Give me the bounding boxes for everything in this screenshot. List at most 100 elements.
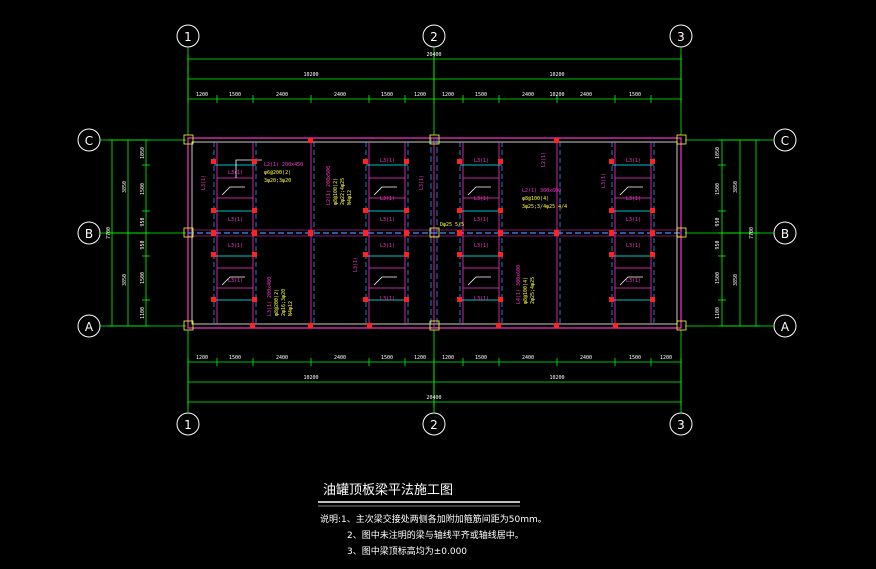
beam-label-vertical: L2(1) [541,152,547,167]
note-line-3: 3、图中梁顶标高均为±0.000 [347,545,467,557]
main-columns [183,134,687,331]
annotation-vertical: 2φ25;4φ25 [530,277,536,304]
dimension-text-top: 20400 10200 10200 1200 1500 2400 2400 15… [196,52,641,98]
dim-seg-top: 1200 [442,92,454,98]
drawing-title: 油罐顶板梁平法施工图 [323,483,453,498]
dim-left-outer: 3850 [122,274,128,286]
beam-label: L3(1) [474,296,489,302]
dim-seg-bottom: 2400 [522,355,534,361]
axis-label-1-top: 1 [184,30,192,44]
beam-annotations: L2(1) 200x450 φ6@200(2) 3φ20;3φ20 L2(1) … [264,162,567,316]
dim-seg-bottom: 1200 [660,355,672,361]
dim-right-inner: 950 [715,217,721,226]
dim-right-outer: 3850 [733,274,739,286]
dimensions-bottom [187,358,682,406]
dim-seg-top: 1200 [196,92,208,98]
dim-right-inner: 1050 [715,147,721,159]
annotation-vertical: 2φ16;3φ20 [281,289,287,316]
dimensions-right [718,139,760,327]
dim-half-left-top: 10200 [303,72,318,78]
annotation-vertical: L3(1) 200x400 [267,277,273,316]
secondary-beams [214,164,654,301]
dimension-text-right: 1050 1500 950 950 1500 1100 3850 3850 77… [715,147,755,319]
dim-half-right-bottom: 10200 [549,375,564,381]
annotation-vertical: φ8@200(2) [274,289,280,316]
dim-seg-bottom: 1500 [629,355,641,361]
dim-left-total: 7700 [106,227,112,239]
beam-label: L3(1) [626,278,641,284]
beam-label: L3(1) [228,170,243,176]
dim-seg-bottom: 1200 [196,355,208,361]
beam-labels: L3(1) L3(1) L3(1) L3(1) L3(1) L3(1) L3(1… [201,152,641,302]
annotation-vertical: N4φ12 [347,190,353,205]
axis-label-A-right: A [781,320,790,334]
annotation-vertical: L4(1) 300x600 [516,265,522,304]
axis-label-3-top: 3 [677,30,685,44]
beam-label-vertical: L3(1) [601,173,607,188]
beam-label: L3(1) [474,217,489,223]
rebar-marks [221,159,643,286]
beam-label-vertical: L3(1) [201,175,207,190]
outer-beams [187,137,682,329]
dim-seg-bottom: 1500 [229,355,241,361]
annotation: φ8@100(4) [522,196,549,202]
beam-label: L3(1) [626,196,641,202]
beam-label: L3(1) [380,158,395,164]
dim-seg-top: 1500 [629,92,641,98]
dim-right-inner: 1500 [715,183,721,195]
dim-overall-top: 20400 [426,52,441,58]
axis-label-1-bottom: 1 [184,418,192,432]
beam-label: L3(1) [626,243,641,249]
note-line-2: 2、图中未注明的梁与轴线平齐或轴线居中。 [347,529,524,541]
dim-seg-top: 2400 [334,92,346,98]
dim-seg-top: 2400 [522,92,534,98]
dim-left-inner: 950 [140,240,146,249]
axis-label-C-left: C [85,134,93,148]
dim-seg-top: 2400 [580,92,592,98]
axis-label-2-top: 2 [430,30,438,44]
beam-label: L3(1) [228,278,243,284]
annotation: 3φ25;3/4φ25 4/4 [522,204,567,210]
dim-seg-top: 1200 [414,92,426,98]
axis-label-3-bottom: 3 [677,418,685,432]
dim-seg-bottom: 2400 [334,355,346,361]
dim-right-inner: 950 [715,240,721,249]
dim-half-left-bottom: 10200 [303,375,318,381]
mid-beam-label: Dφ25 5/5 [440,222,464,228]
dim-seg-top: 1500 [381,92,393,98]
axis-label-2-bottom: 2 [430,418,438,432]
annotation: L2(1) 200x450 [264,162,303,168]
note-line-1: 说明:1、主次梁交接处两侧各加附加箍筋间距为50mm。 [320,513,547,525]
column-marks [211,138,655,328]
axis-label-C-right: C [781,134,789,148]
dim-half-right-top: 10200 [549,72,564,78]
dim-seg-top: 10200 [549,92,564,98]
dimensions-top [187,55,682,103]
beam-label: L3(1) [474,196,489,202]
dim-right-outer: 3850 [733,181,739,193]
dim-left-inner: 950 [140,217,146,226]
annotation-vertical: L2(1) 200x500 [326,166,332,205]
dim-seg-bottom: 1500 [381,355,393,361]
annotation-vertical: φ8@100(4) [523,277,529,304]
axis-label-B-right: B [781,227,789,241]
beam-label: L3(1) [474,243,489,249]
dim-seg-bottom: 1500 [475,355,487,361]
dim-left-outer: 3850 [122,181,128,193]
annotation-vertical: φ8@100(2) [333,178,339,205]
dim-left-inner: 1500 [140,183,146,195]
beam-label: L3(1) [228,217,243,223]
dim-overall-bottom: 20400 [426,395,441,401]
beam-label: L3(1) [380,217,395,223]
dim-seg-top: 1500 [475,92,487,98]
dim-seg-top: 2400 [276,92,288,98]
dim-seg-bottom: 2400 [580,355,592,361]
annotation: φ6@200(2) [264,170,291,176]
dim-right-inner: 1500 [715,272,721,284]
beam-label: L3(1) [380,196,395,202]
dimension-text-left: 7700 3850 3850 1050 1500 950 950 1500 11… [106,147,146,319]
beam-label: L3(1) [380,296,395,302]
axis-label-A-left: A [85,320,94,334]
beam-label: L3(1) [626,217,641,223]
